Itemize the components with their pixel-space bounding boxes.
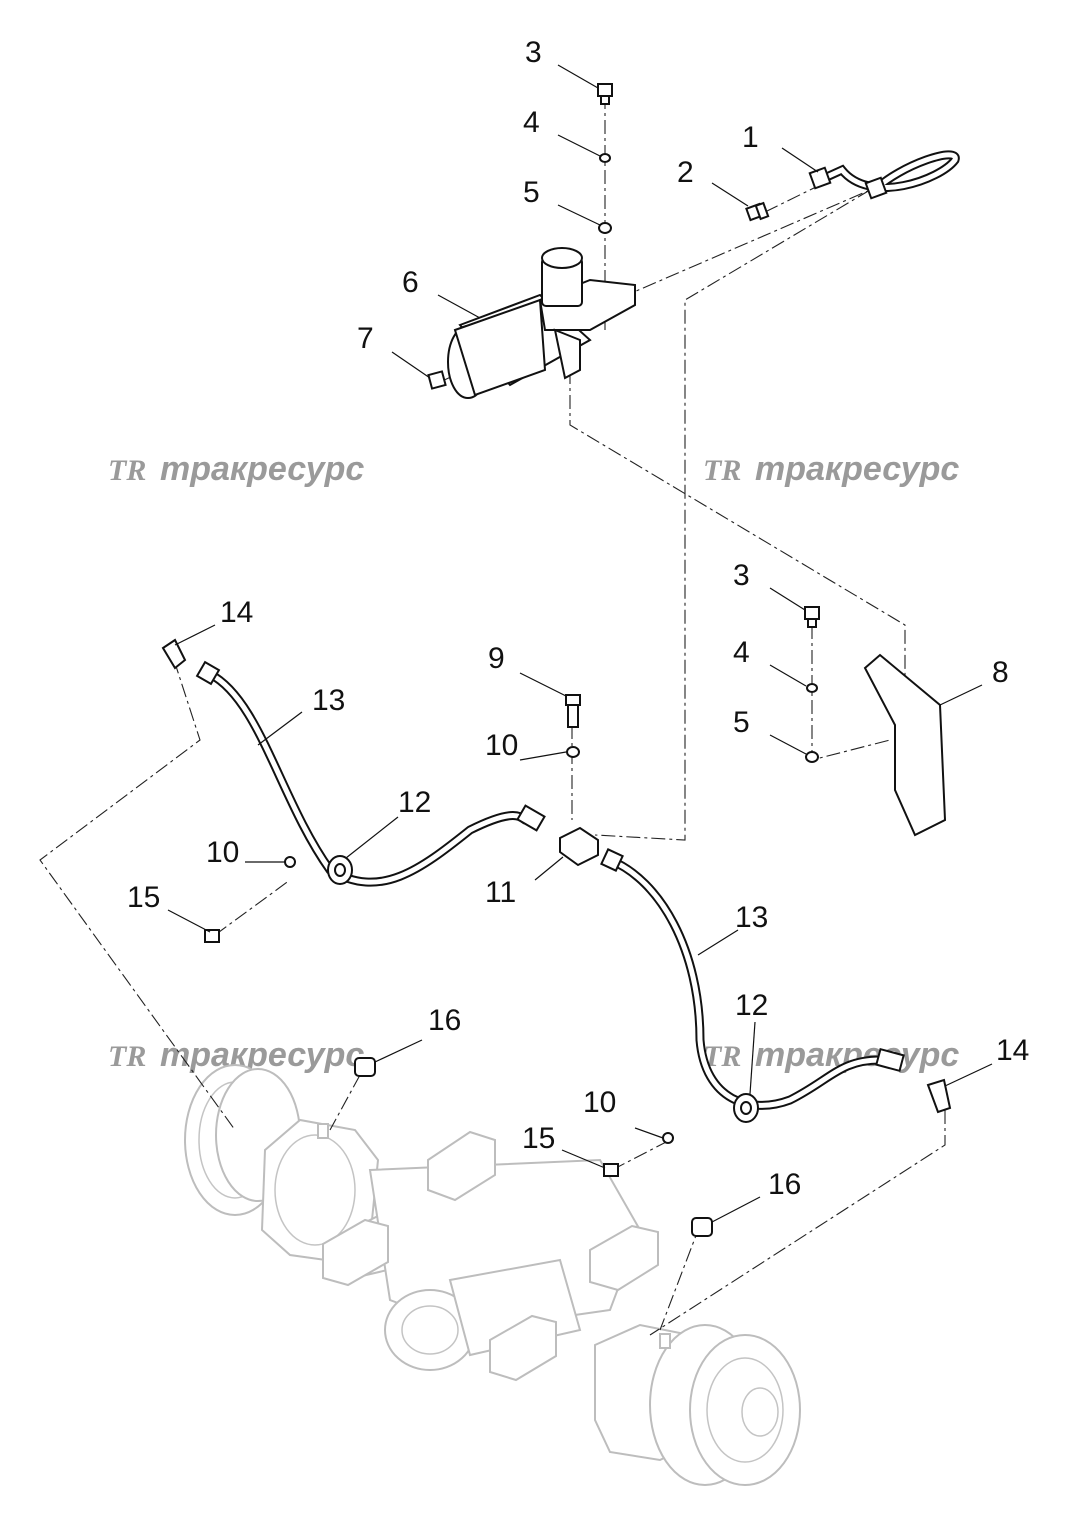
watermark-logo: TR xyxy=(108,454,146,487)
part-5-washer-lower xyxy=(805,751,819,763)
callout-3: 3 xyxy=(525,36,542,69)
part-3-bolt-lower xyxy=(804,606,820,628)
part-15-bolt-right xyxy=(603,1163,619,1177)
part-5-washer-upper xyxy=(598,222,612,234)
part-10-washer-center xyxy=(566,746,580,758)
watermark-text: тракресурс xyxy=(755,450,959,488)
callouts: 3 4 5 1 2 6 7 3 4 5 8 9 10 12 13 14 10 1… xyxy=(127,36,1029,1201)
part-13-hose-right xyxy=(600,848,905,1110)
part-7-breather xyxy=(427,370,447,390)
watermark-1: TR тракресурс xyxy=(108,450,364,488)
leader-lines xyxy=(167,64,993,1223)
callout-12: 12 xyxy=(735,989,768,1022)
watermark-text: тракресурс xyxy=(160,450,364,488)
callout-8: 8 xyxy=(992,656,1009,689)
callout-6: 6 xyxy=(402,266,419,299)
part-14-elbow-left xyxy=(161,638,187,670)
watermark-3: TR тракресурс xyxy=(108,1036,364,1074)
callout-13: 13 xyxy=(312,684,345,717)
watermark-4: TR тракресурс xyxy=(703,1036,959,1074)
callout-12: 12 xyxy=(398,786,431,819)
part-2-fitting xyxy=(745,201,770,222)
callout-9: 9 xyxy=(488,642,505,675)
watermark-text: тракресурс xyxy=(160,1036,364,1074)
callout-11: 11 xyxy=(485,876,516,909)
watermark-text: тракресурс xyxy=(755,1036,959,1074)
callout-14: 14 xyxy=(996,1034,1029,1067)
callout-2: 2 xyxy=(677,156,694,189)
part-4-washer-upper xyxy=(599,153,611,163)
watermark-logo: TR xyxy=(703,454,741,487)
part-4-washer-lower xyxy=(806,683,818,693)
part-9-bolt xyxy=(565,694,581,728)
callout-16: 16 xyxy=(768,1168,801,1201)
callout-13: 13 xyxy=(735,901,768,934)
watermark-2: TR тракресурс xyxy=(703,450,959,488)
part-1-hose xyxy=(808,150,960,200)
callout-16: 16 xyxy=(428,1004,461,1037)
part-11-tee-block xyxy=(559,826,599,867)
part-6-brake-chamber xyxy=(447,247,636,399)
callout-1: 1 xyxy=(742,121,759,154)
part-8-bracket xyxy=(863,653,947,837)
callout-10: 10 xyxy=(485,729,518,762)
axle-assembly xyxy=(184,1064,801,1486)
callout-3: 3 xyxy=(733,559,750,592)
part-12-clamp-left xyxy=(327,855,353,885)
callout-10: 10 xyxy=(206,836,239,869)
callout-15: 15 xyxy=(127,881,160,914)
callout-14: 14 xyxy=(220,596,253,629)
callout-15: 15 xyxy=(522,1122,555,1155)
part-12-clamp-right xyxy=(733,1093,759,1123)
callout-4: 4 xyxy=(733,636,750,669)
part-16-plug-right xyxy=(691,1217,713,1237)
callout-5: 5 xyxy=(523,176,540,209)
part-10-washer-left xyxy=(284,856,296,868)
callout-7: 7 xyxy=(357,322,374,355)
part-14-elbow-right xyxy=(926,1078,952,1114)
part-3-bolt-upper xyxy=(597,83,613,105)
part-15-bolt-left xyxy=(204,929,220,943)
callout-10: 10 xyxy=(583,1086,616,1119)
part-13-hose-left xyxy=(195,660,546,887)
part-16-plug-left xyxy=(354,1057,376,1077)
watermark-logo: TR xyxy=(108,1040,146,1073)
callout-4: 4 xyxy=(523,106,540,139)
callout-5: 5 xyxy=(733,706,750,739)
part-10-washer-right xyxy=(662,1132,674,1144)
